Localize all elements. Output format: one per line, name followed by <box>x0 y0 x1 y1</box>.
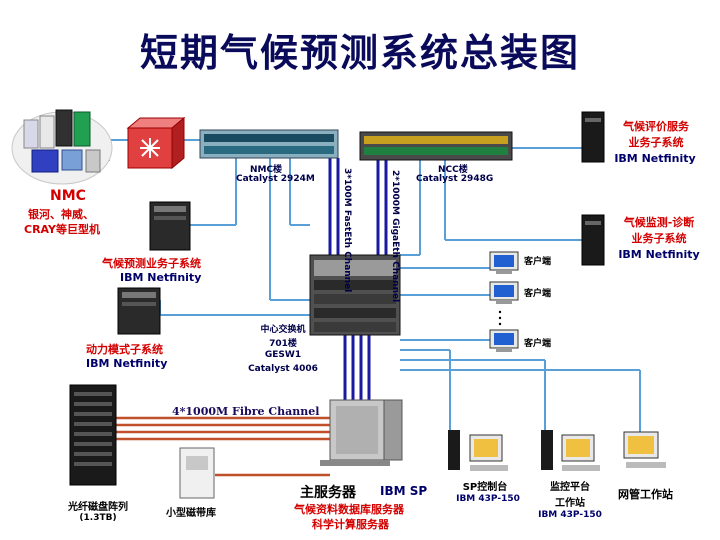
client-icon <box>489 329 519 352</box>
disk-array-size: (1.3TB) <box>79 513 117 523</box>
main-server-role2: 科学计算服务器 <box>312 518 389 531</box>
netmgmt-workstation-icon <box>623 431 666 468</box>
power-sys-name: 动力模式子系统 <box>86 343 163 356</box>
monitor-sys-server: IBM Netfinity <box>618 248 700 261</box>
ncc-switch-line1: NCC楼 <box>438 165 468 175</box>
client-label: 客户端 <box>524 339 552 349</box>
nmc-name: NMC <box>50 188 86 204</box>
supercomputer-cluster-icon <box>11 109 113 185</box>
disk-array-icon <box>69 384 117 486</box>
monitor-sys-name1: 气候监测-诊断 <box>623 216 695 229</box>
fasteth-channel-label: 3*100M FastEth Channel <box>342 168 352 293</box>
monitor-station-model: IBM 43P-150 <box>538 510 602 520</box>
nmc-desc2: CRAY等巨型机 <box>24 223 100 236</box>
router-icon <box>126 116 186 170</box>
nmc-switch-icon <box>199 129 339 159</box>
monitor-server-icon <box>581 214 605 266</box>
nmc-switch-line2: Catalyst 2924M <box>236 174 315 184</box>
nmc-desc: 银河、神威、 <box>28 208 94 221</box>
monitor-station-name2: 工作站 <box>555 498 585 509</box>
eval-sys-server: IBM Netfinity <box>614 152 696 165</box>
main-server-icon <box>320 399 403 466</box>
predict-sys-name: 气候预测业务子系统 <box>102 257 201 270</box>
sp-console-icon <box>448 430 508 471</box>
client-label: 客户端 <box>524 289 552 299</box>
trunk-channels <box>328 158 388 400</box>
nmc-switch-line1: NMC楼 <box>249 165 283 175</box>
ncc-switch-line2: Catalyst 2948G <box>416 174 494 184</box>
power-sys-server: IBM Netfinity <box>86 357 168 370</box>
main-server-name: 主服务器 <box>300 485 356 501</box>
sp-console-model: IBM 43P-150 <box>456 494 520 504</box>
core-switch-line1: 中心交换机 <box>260 325 306 335</box>
monitor-sys-name2: 业务子系统 <box>631 232 687 245</box>
monitor-station-icon <box>541 430 600 471</box>
client-label: 客户端 <box>524 257 552 267</box>
client-icon <box>489 251 519 274</box>
main-server-role1: 气候资料数据库服务器 <box>294 503 404 516</box>
eval-sys-name1: 气候评价服务 <box>623 120 689 133</box>
eval-sys-name2: 业务子系统 <box>628 136 684 149</box>
tape-library-label: 小型磁带库 <box>166 508 216 519</box>
power-server-icon <box>117 287 161 335</box>
diagram-title: 短期气候预测系统总装图 <box>139 30 580 75</box>
client-icon <box>489 281 519 304</box>
core-switch-icon <box>309 254 401 336</box>
tape-library-icon <box>179 447 215 499</box>
predict-sys-server: IBM Netfinity <box>120 271 202 284</box>
core-switch-line2: 701楼 <box>269 339 297 349</box>
monitor-station-name1: 监控平台 <box>550 482 590 493</box>
netmgmt-label: 网管工作站 <box>618 488 673 501</box>
predict-server-icon <box>149 201 191 251</box>
eval-server-icon <box>581 111 605 163</box>
disk-array-name: 光纤磁盘阵列 <box>68 502 128 513</box>
main-server-model: IBM SP <box>380 484 428 498</box>
gigaeth-channel-label: 2*1000M GigaEth Channel <box>390 170 400 303</box>
sp-console-name: SP控制台 <box>462 482 508 493</box>
core-switch-line4: Catalyst 4006 <box>248 364 318 374</box>
ellipsis-dots <box>498 310 502 326</box>
ncc-switch-icon <box>359 131 513 161</box>
fibre-channel-label: 4*1000M Fibre Channel <box>172 405 320 418</box>
core-switch-line3: GESW1 <box>264 350 302 360</box>
fibre-links <box>115 416 330 477</box>
